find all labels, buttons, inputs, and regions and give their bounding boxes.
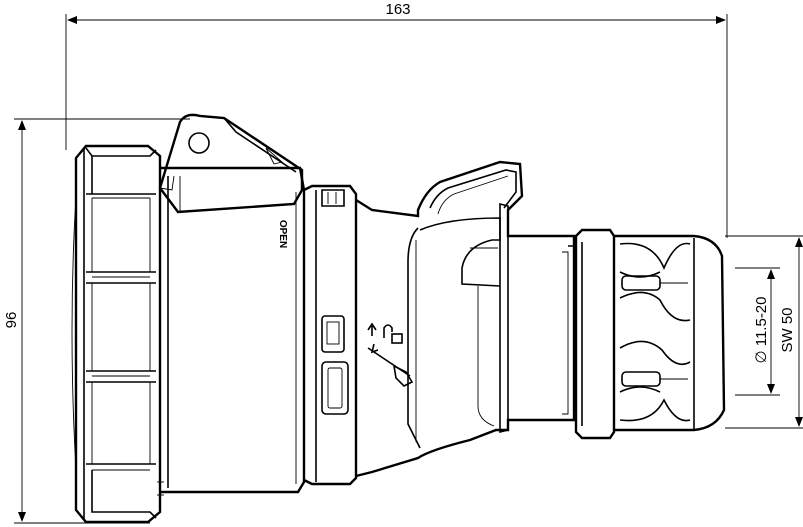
cable-diameter-dimension: ∅ 11.5-20 — [735, 267, 780, 396]
handle-body — [355, 160, 576, 478]
hinged-lid — [158, 113, 304, 214]
height-dimension: 96 — [3, 118, 190, 524]
arrow-up-icon — [367, 322, 377, 336]
length-value: 163 — [385, 1, 410, 18]
cable-diameter-value: ∅ 11.5-20 — [753, 297, 770, 364]
height-value: 96 — [3, 312, 20, 329]
main-housing — [160, 166, 306, 494]
wrench-size-value: SW 50 — [779, 307, 796, 352]
cable-gland — [562, 228, 726, 440]
wrench-size-dimension: SW 50 — [725, 235, 803, 429]
lock-markings — [367, 322, 414, 387]
length-dimension: 163 — [65, 1, 728, 238]
collar — [303, 184, 358, 486]
open-label: OPEN — [277, 220, 288, 248]
coupling-ring — [71, 144, 164, 524]
padlock-icon — [383, 324, 393, 338]
